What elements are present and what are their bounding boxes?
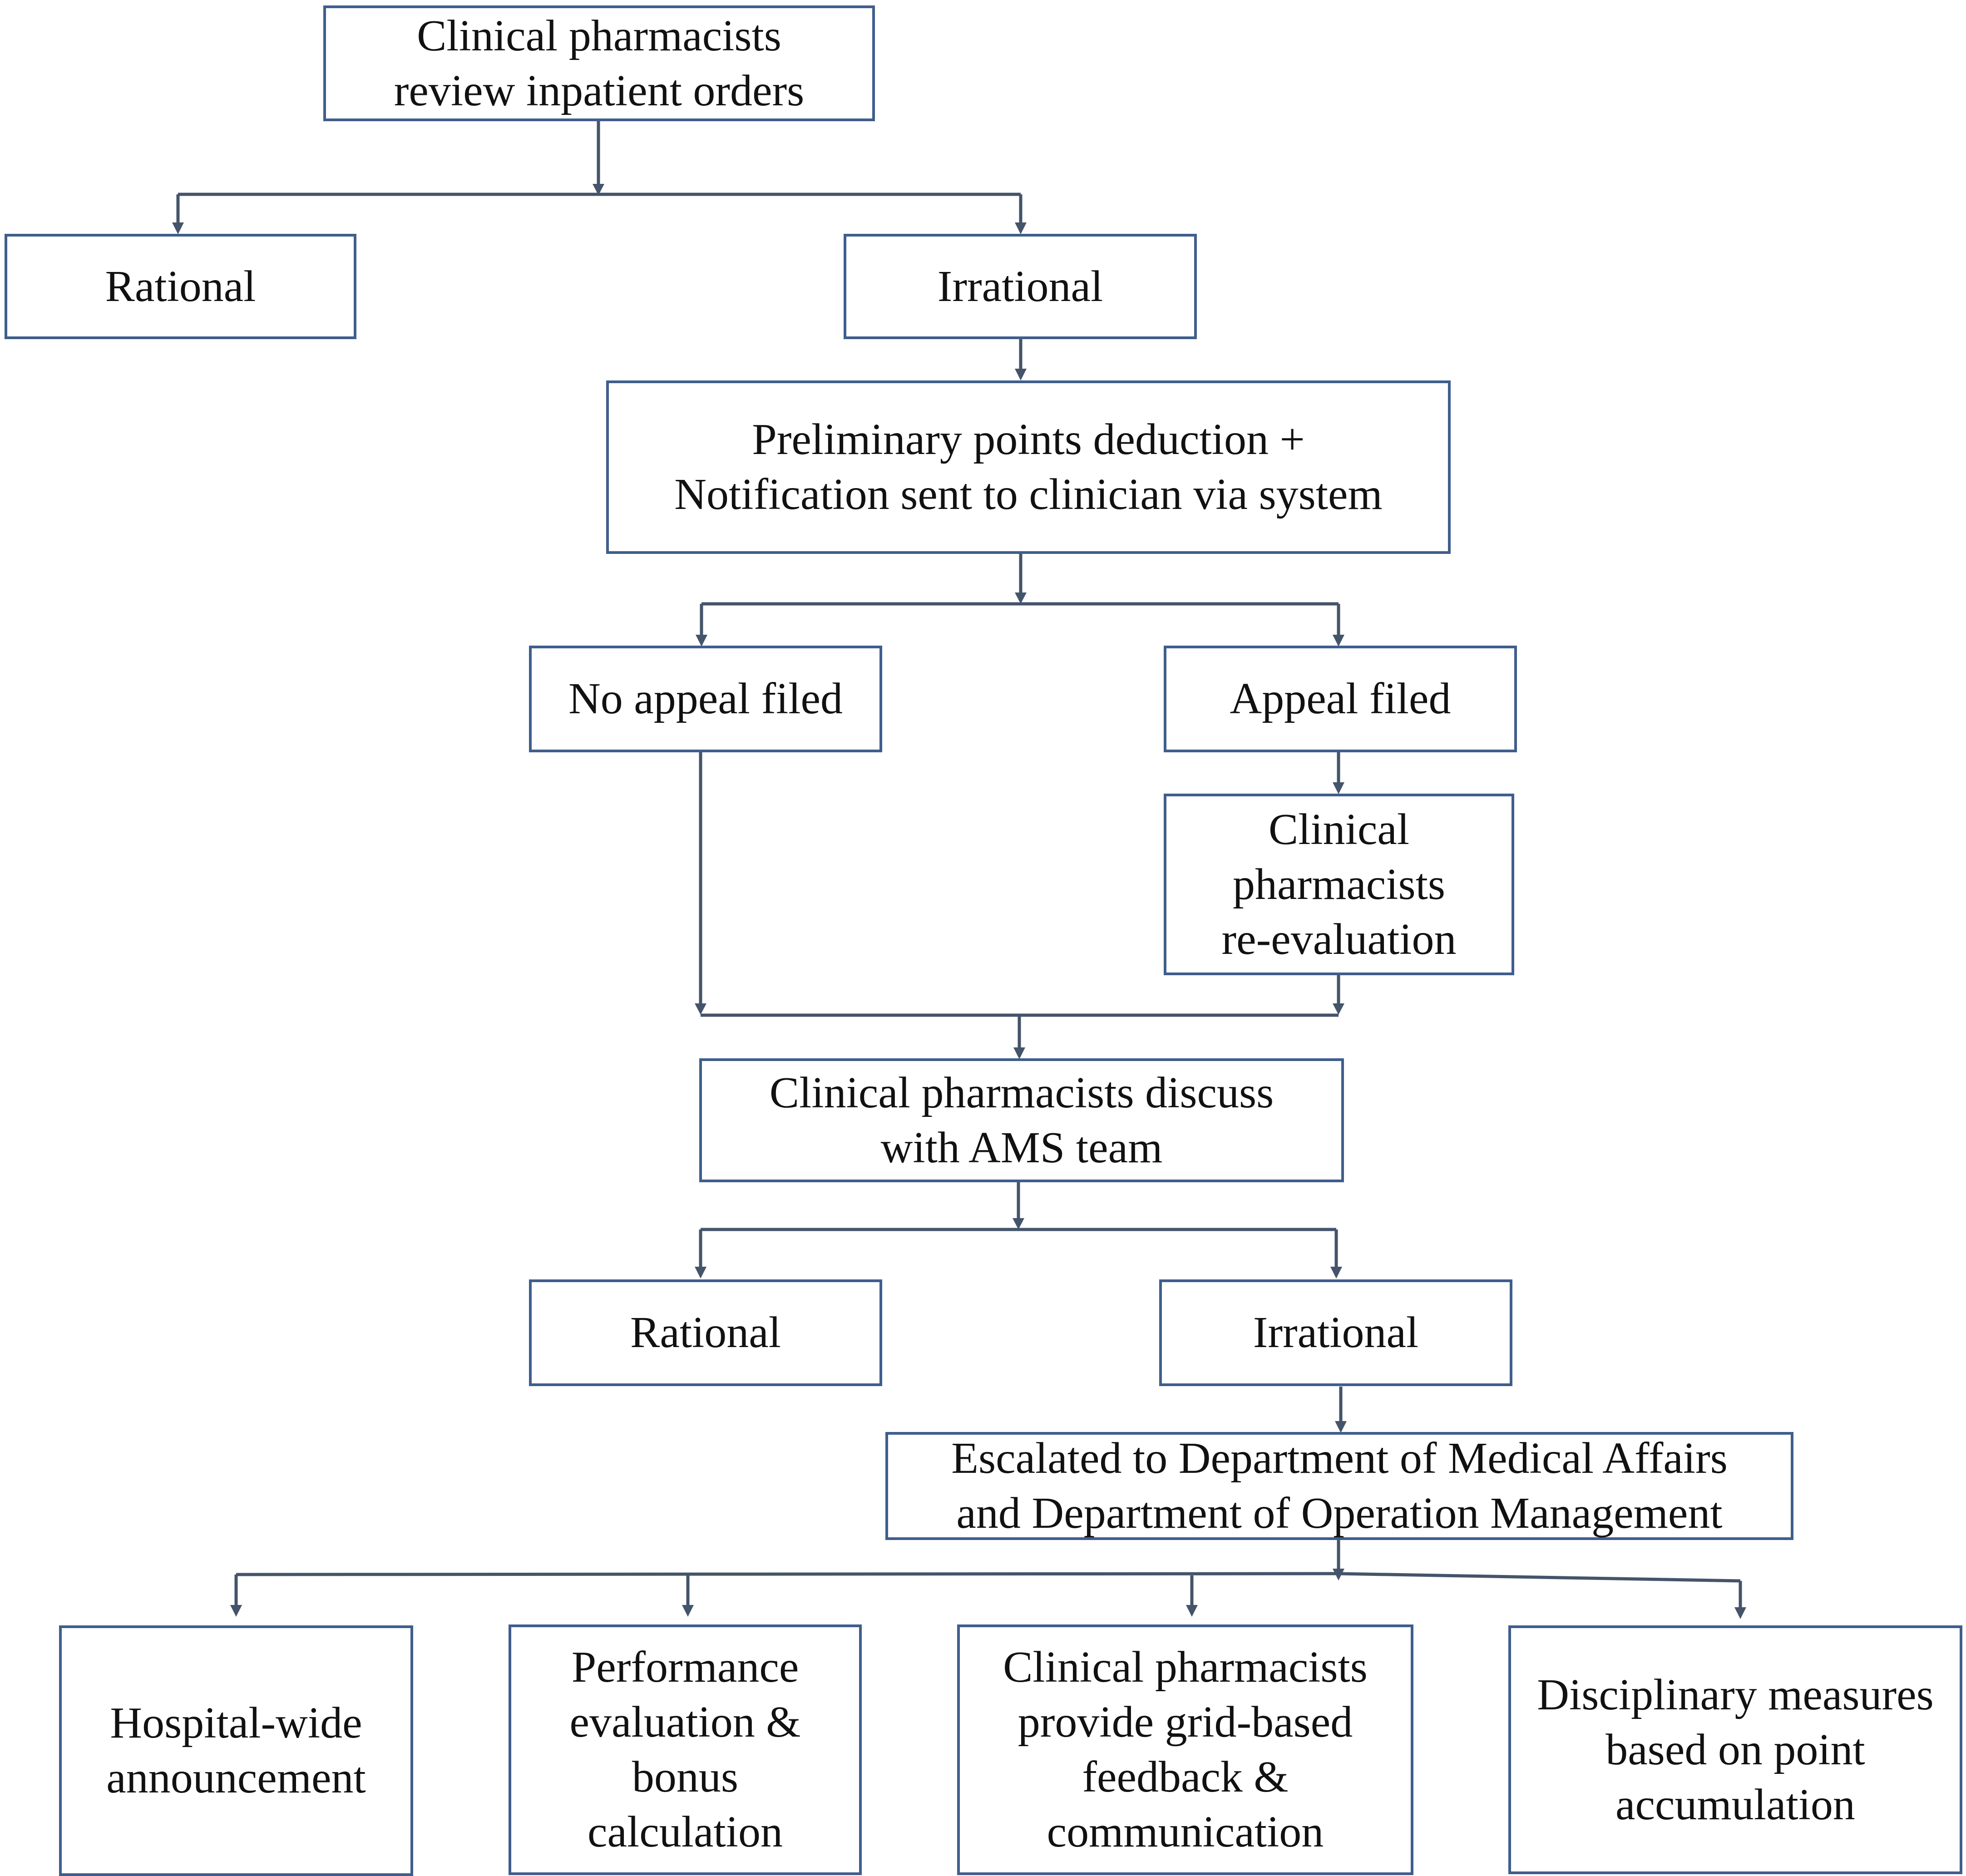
arrowhead: [1333, 1003, 1344, 1015]
escalation-label: Escalated to Department of Medical Affai…: [951, 1434, 1728, 1538]
appeal-filed-box: Appeal filed: [1164, 646, 1517, 752]
rational-box-2: Rational: [529, 1279, 882, 1386]
irrational-box-1: Irrational: [844, 234, 1197, 339]
appeal-filed-label: Appeal filed: [1230, 674, 1451, 723]
announcement-label: Hospital-wide announcement: [106, 1698, 366, 1802]
irrational-label-1: Irrational: [937, 262, 1103, 311]
escalation-box: Escalated to Department of Medical Affai…: [885, 1432, 1793, 1540]
arrowhead: [1013, 1047, 1025, 1059]
arrowhead: [1015, 592, 1027, 604]
arrowhead: [1186, 1605, 1198, 1617]
arrowhead: [1015, 222, 1027, 234]
feedback-label: Clinical pharmacists provide grid-based …: [1003, 1643, 1368, 1856]
arrowhead: [695, 1003, 706, 1015]
ams-discussion-box: Clinical pharmacists discuss with AMS te…: [699, 1058, 1344, 1182]
arrowhead: [1015, 369, 1027, 380]
arrowhead: [1013, 1218, 1024, 1229]
irrational-label-2: Irrational: [1253, 1308, 1419, 1357]
review-orders-box: Clinical pharmacists review inpatient or…: [323, 5, 875, 121]
review-orders-label: Clinical pharmacists review inpatient or…: [394, 11, 805, 115]
connector-split-4: [236, 1572, 1741, 1583]
ams-discussion-label: Clinical pharmacists discuss with AMS te…: [769, 1068, 1274, 1172]
disciplinary-label: Disciplinary measures based on point acc…: [1537, 1670, 1934, 1829]
arrowhead: [1333, 635, 1344, 647]
points-deduction-label: Preliminary points deduction + Notificat…: [674, 415, 1383, 519]
rational-label-1: Rational: [105, 262, 256, 311]
disciplinary-box: Disciplinary measures based on point acc…: [1508, 1625, 1962, 1874]
arrowhead: [593, 184, 604, 195]
arrowhead: [682, 1605, 694, 1617]
reevaluation-box: Clinical pharmacists re-evaluation: [1164, 794, 1514, 975]
arrowhead: [696, 635, 707, 647]
reevaluation-label: Clinical pharmacists re-evaluation: [1221, 805, 1457, 964]
performance-box: Performance evaluation & bonus calculati…: [509, 1624, 862, 1875]
announcement-box: Hospital-wide announcement: [59, 1625, 413, 1876]
no-appeal-box: No appeal filed: [529, 646, 882, 752]
no-appeal-label: No appeal filed: [568, 674, 843, 723]
arrowhead: [1734, 1607, 1746, 1619]
arrowhead: [230, 1605, 242, 1617]
arrowhead: [1330, 1267, 1342, 1279]
arrowhead: [1333, 782, 1344, 794]
arrowhead: [1335, 1421, 1347, 1433]
rational-box-1: Rational: [5, 234, 356, 339]
rational-label-2: Rational: [630, 1308, 781, 1357]
arrowhead: [695, 1267, 706, 1279]
points-deduction-box: Preliminary points deduction + Notificat…: [606, 380, 1451, 554]
arrowhead: [172, 222, 184, 234]
irrational-box-2: Irrational: [1159, 1279, 1512, 1386]
performance-label: Performance evaluation & bonus calculati…: [569, 1643, 801, 1856]
feedback-box: Clinical pharmacists provide grid-based …: [957, 1624, 1413, 1875]
